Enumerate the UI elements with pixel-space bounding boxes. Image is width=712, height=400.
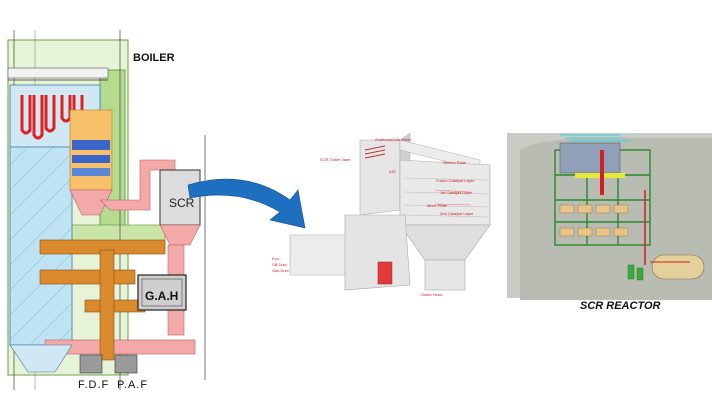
boiler-title: BOILER xyxy=(133,52,175,64)
transition-arrow xyxy=(187,178,306,229)
gah-inner xyxy=(141,278,183,307)
furnace-hatching xyxy=(9,144,73,346)
scr-3d-model xyxy=(289,132,491,291)
air-duct-3 xyxy=(84,299,146,313)
callout-scr-outlet: SCR Outlet Vane xyxy=(320,157,351,162)
air-duct-2 xyxy=(39,269,136,285)
callout-layer2: 2nd Catalyst Layer xyxy=(440,211,474,216)
cyan-pipes xyxy=(560,134,630,142)
callout-eco3: Gas Duct xyxy=(272,268,289,273)
furnace-hopper xyxy=(9,344,73,373)
callout-outlet-hood: Outlet Hood xyxy=(421,292,443,297)
callout-eco1: Eco xyxy=(272,256,279,261)
gah-label: G.A.H xyxy=(145,289,179,303)
outlet-duct xyxy=(424,259,466,291)
scr-reactor-render xyxy=(507,133,712,300)
economizer-bank-1 xyxy=(72,140,110,150)
top-ducting xyxy=(559,142,621,174)
callout-eco2: SB Duct xyxy=(272,262,287,267)
economizer-hopper xyxy=(69,189,113,216)
gah-box xyxy=(137,274,187,311)
boiler-schematic xyxy=(7,30,206,390)
scr-reactor-title: SCR REACTOR xyxy=(580,300,661,312)
elbow-duct xyxy=(344,214,411,291)
outlet-funnel xyxy=(399,224,491,261)
callout-mixer: Mixer Plate xyxy=(427,203,448,208)
ammonia-injectors xyxy=(364,145,386,159)
paf-fan xyxy=(114,354,138,374)
fdf-label: F.D.F xyxy=(78,379,110,391)
callout-layer1: 1st Catalyst Layer xyxy=(440,190,473,195)
callout-leaders xyxy=(434,189,471,206)
catalyst-modules xyxy=(559,204,629,237)
pump-units xyxy=(627,264,644,281)
air-duct-vertical xyxy=(99,249,115,361)
paf-label: P.A.F xyxy=(117,379,149,391)
red-pipe-vertical xyxy=(600,150,604,195)
aig-component xyxy=(377,261,393,285)
scr-hopper xyxy=(159,224,201,246)
ammonia-tank xyxy=(651,254,705,280)
scr-box-label: SCR xyxy=(169,196,195,210)
callout-aig: AIG xyxy=(389,169,396,174)
economizer-bank-2 xyxy=(72,155,110,163)
economizer-bank-3 xyxy=(72,168,110,176)
callout-ammonia: Ammonia/Gas Mixer xyxy=(375,137,412,142)
catalyst-layers xyxy=(403,177,489,218)
arrow-shape xyxy=(187,178,306,229)
callout-screen-plate: Screen Plate xyxy=(443,160,466,165)
fdf-fan xyxy=(79,354,103,374)
roof-header xyxy=(7,67,109,79)
callout-future-layer: Future Catalyst Layer xyxy=(436,178,475,183)
